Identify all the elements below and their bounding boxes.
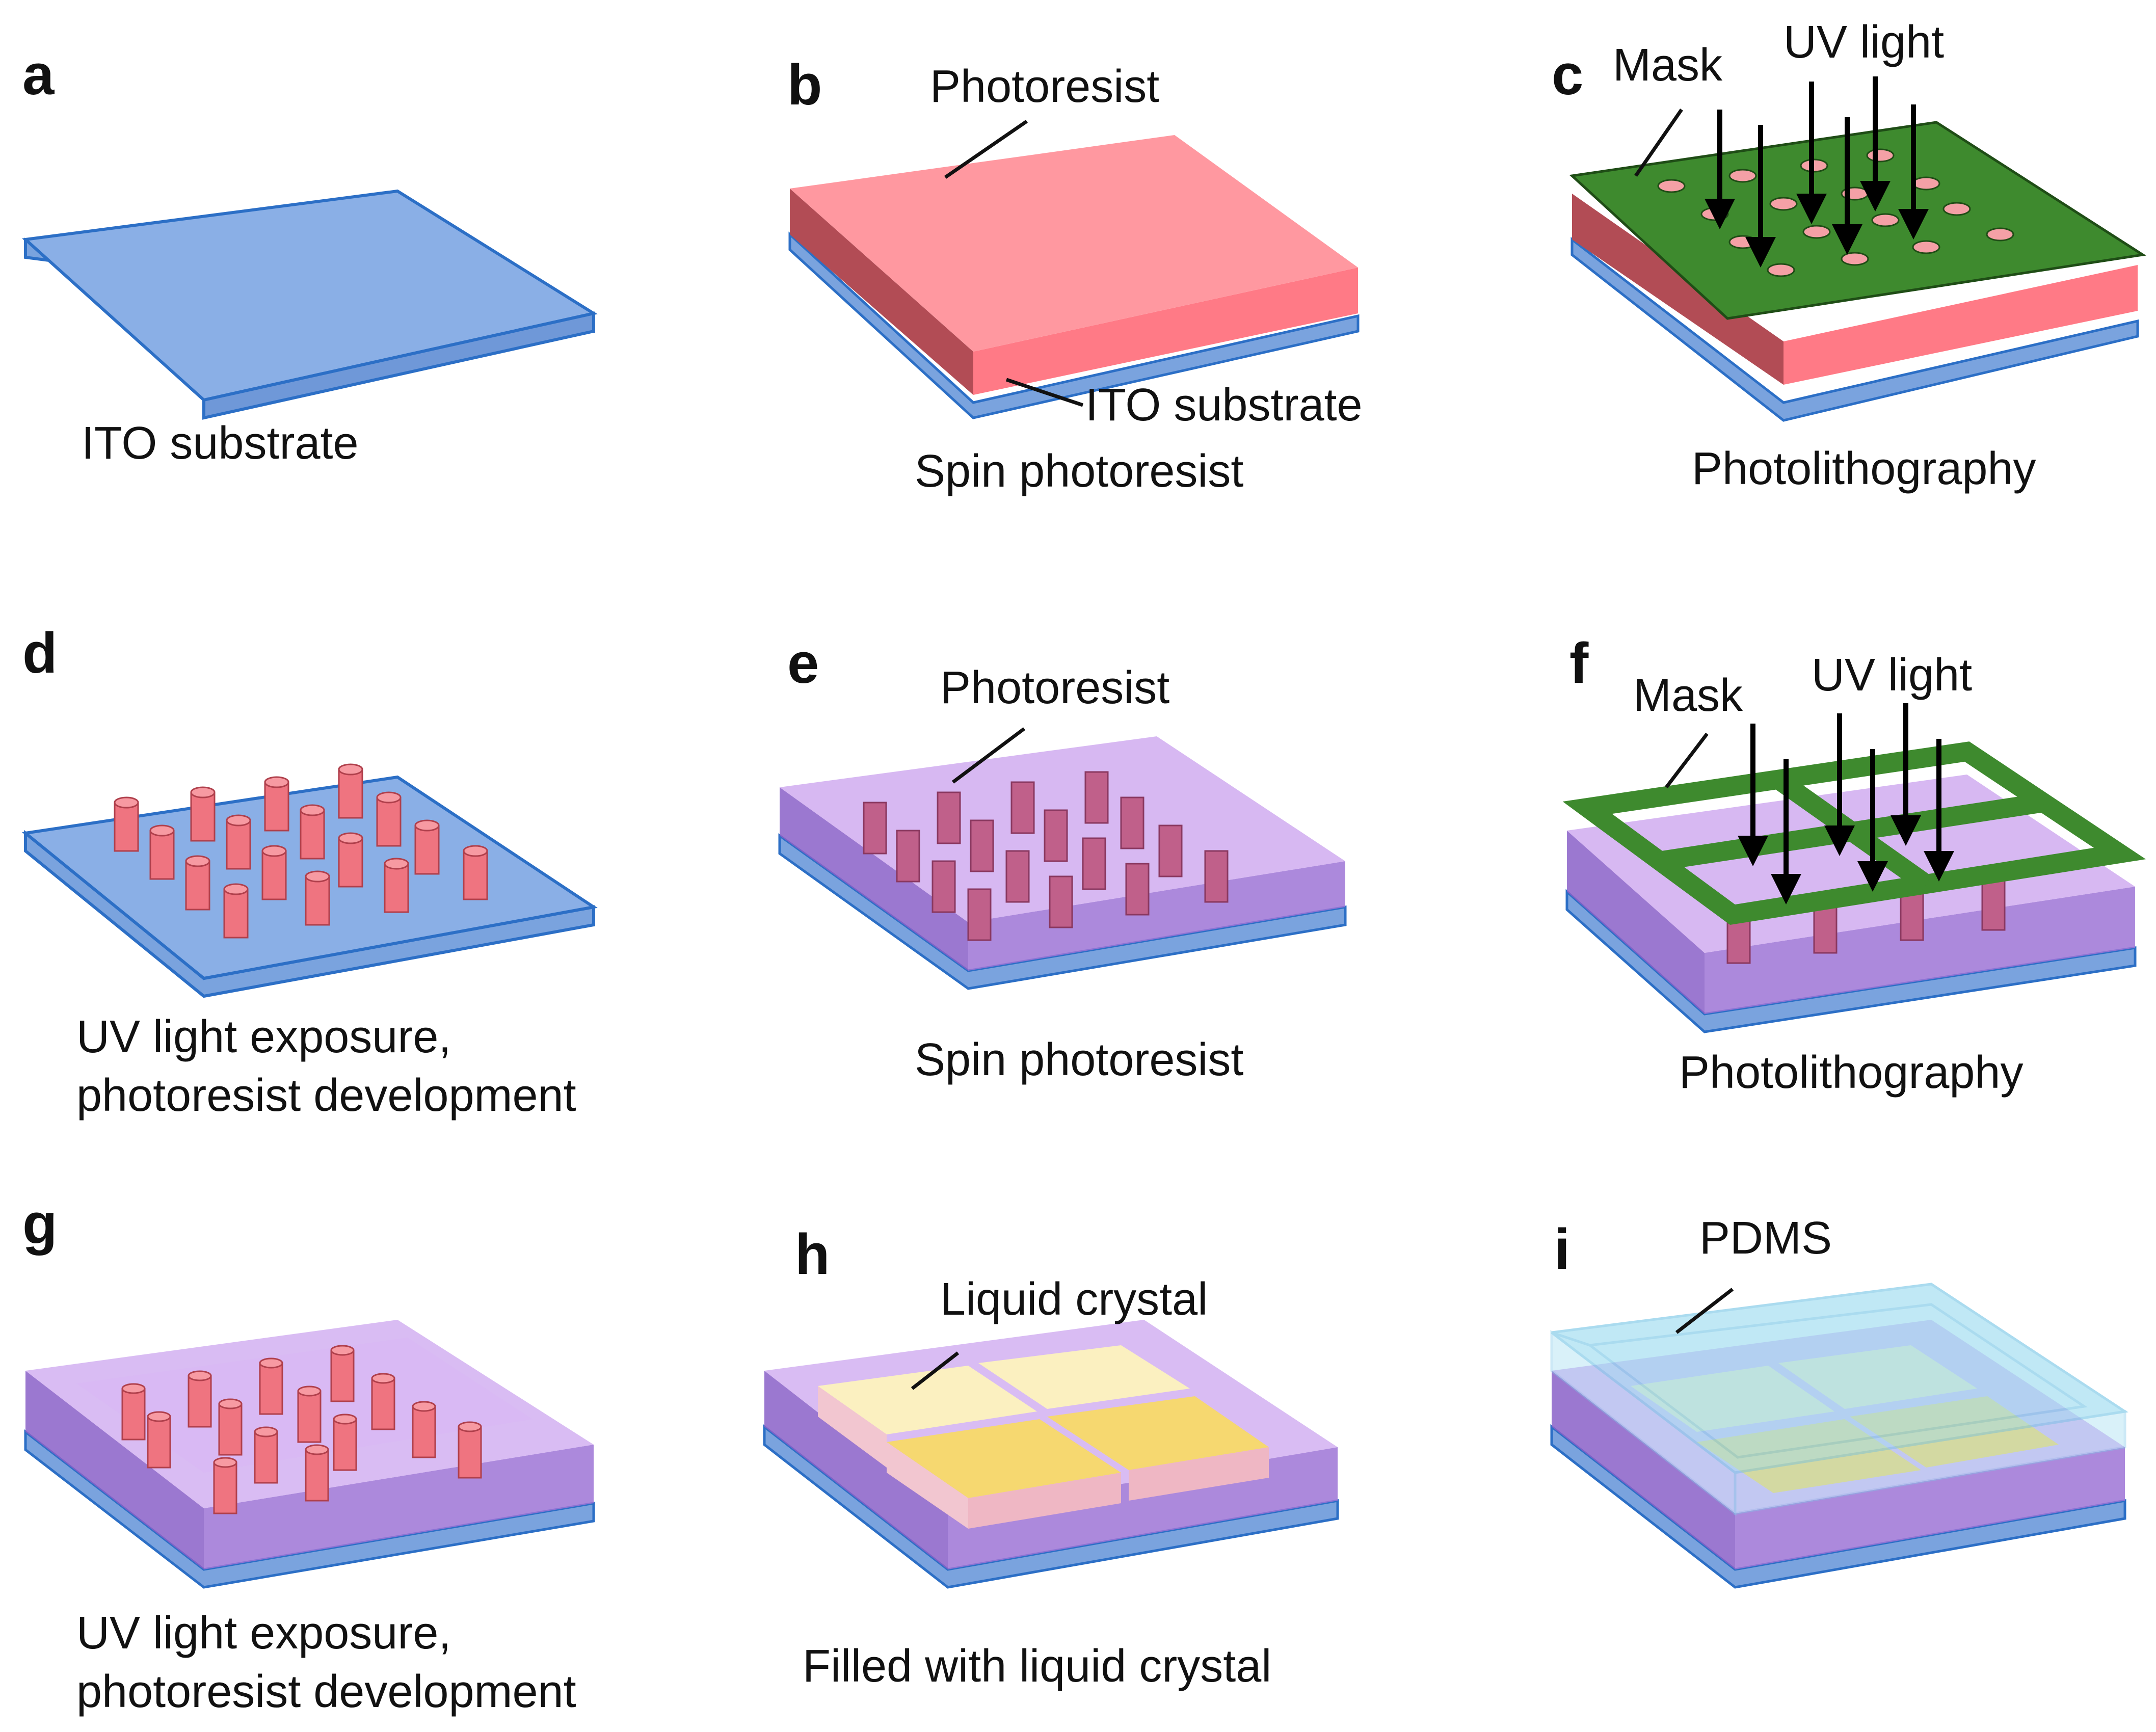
panel-e: e Photoresist Spi <box>778 631 1347 1085</box>
panel-label-a: a <box>22 43 55 106</box>
liquid-crystal-cells <box>818 1345 1269 1529</box>
mask-leader-line <box>1665 732 1709 789</box>
photoresist-leader-line <box>951 727 1026 784</box>
caption-d-line2: photoresist development <box>76 1070 576 1121</box>
annotation-mask: Mask <box>1633 670 1743 721</box>
annotation-ito-substrate: ITO substrate <box>1085 380 1363 431</box>
mask-leader-line <box>1634 109 1683 177</box>
annotation-pdms: PDMS <box>1699 1213 1832 1264</box>
pdms-leader-line <box>1675 1288 1734 1334</box>
panel-label-b: b <box>787 53 822 117</box>
ito-substrate-slab <box>1571 236 2139 422</box>
uv-arrows <box>1705 76 1929 268</box>
annotation-uv-light: UV light <box>1784 17 1944 68</box>
panel-g: g UV light exposure, <box>22 1192 595 1717</box>
panel-i: i PDMS <box>1550 1213 2128 1589</box>
mask-plate <box>1569 121 2146 320</box>
caption-f: Photolithography <box>1679 1047 2023 1098</box>
annotation-photoresist: Photoresist <box>940 662 1169 713</box>
panel-b: b Photoresist ITO substrate Spin photore… <box>787 53 1363 497</box>
caption-b: Spin photoresist <box>915 446 1243 497</box>
photoresist-leader-line <box>944 120 1028 179</box>
panel-label-h: h <box>795 1222 830 1286</box>
panel-h: h Liquid crystal Filled with liquid crys… <box>763 1222 1339 1692</box>
panel-d: d UV light exposure, photoresist develop… <box>21 621 598 1121</box>
panel-c: c <box>1552 17 2146 494</box>
caption-g-line2: photoresist development <box>76 1666 576 1717</box>
panel-label-i: i <box>1554 1217 1570 1281</box>
uv-arrows <box>1738 703 1954 904</box>
annotation-liquid-crystal: Liquid crystal <box>940 1274 1208 1325</box>
panel-f: f Mask UV light <box>1562 631 2146 1098</box>
annotation-photoresist: Photoresist <box>930 61 1159 112</box>
photoresist-pillars <box>863 771 1229 941</box>
caption-c: Photolithography <box>1692 443 2036 494</box>
panel-a: a ITO substrate <box>22 43 598 469</box>
caption-d-line1: UV light exposure, <box>76 1011 451 1062</box>
lc-leader-line <box>911 1351 960 1390</box>
ito-leader-line <box>1005 378 1084 407</box>
annotation-mask: Mask <box>1613 40 1723 91</box>
photoresist-layer <box>790 135 1358 395</box>
caption-e: Spin photoresist <box>915 1034 1243 1085</box>
panel-label-g: g <box>22 1192 57 1256</box>
caption-h: Filled with liquid crystal <box>803 1641 1271 1692</box>
photoresist-pillars <box>114 763 488 939</box>
panel-label-d: d <box>22 621 57 685</box>
panel-label-f: f <box>1569 631 1589 695</box>
pdms-frame <box>1550 1283 2128 1516</box>
panel-label-e: e <box>787 631 819 695</box>
ito-substrate-slab <box>22 189 598 420</box>
photoresist-pillars <box>121 1345 482 1514</box>
panel-label-c: c <box>1552 43 1583 106</box>
photoresist-layer <box>1572 194 2138 385</box>
caption-g-line1: UV light exposure, <box>76 1608 451 1659</box>
annotation-uv-light: UV light <box>1812 650 1972 701</box>
caption-a: ITO substrate <box>82 418 359 469</box>
ito-substrate-slab <box>788 231 1360 419</box>
